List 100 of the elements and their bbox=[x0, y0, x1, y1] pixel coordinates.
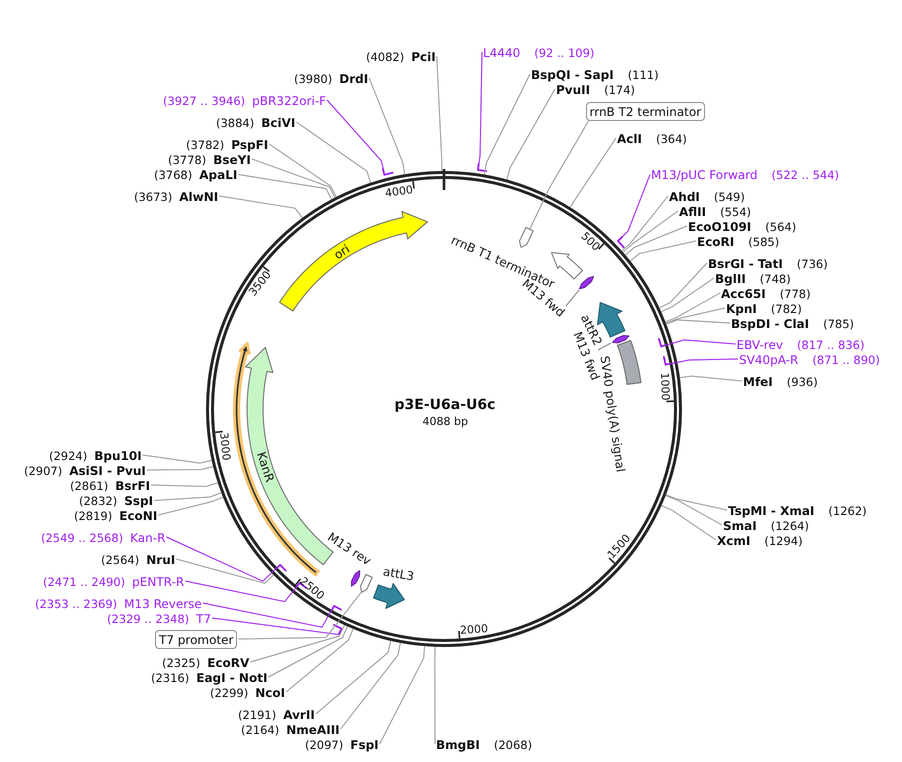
leader-line bbox=[624, 226, 688, 256]
cut-site-position: (2924) bbox=[49, 448, 88, 464]
enzyme-name: MfeI bbox=[743, 374, 773, 390]
cut-site-position: (2191) bbox=[238, 708, 276, 722]
callout-box bbox=[586, 102, 706, 121]
leader-line bbox=[250, 624, 345, 662]
leader-line bbox=[296, 122, 372, 184]
cut-site-position: (2316) bbox=[151, 670, 190, 686]
cut-site-position: (1262) bbox=[828, 504, 867, 518]
leader-line bbox=[434, 646, 436, 744]
enzyme-name: KpnI bbox=[726, 302, 757, 316]
cut-site-position: (549) bbox=[714, 190, 745, 204]
cut-site-position: (3884) bbox=[216, 116, 254, 130]
cut-site-position: (364) bbox=[656, 132, 687, 146]
leader-line bbox=[340, 642, 401, 730]
leader-line bbox=[621, 196, 668, 252]
cut-site-position: (111) bbox=[628, 68, 659, 82]
enzyme-name: DrdI bbox=[339, 72, 368, 86]
leader-line bbox=[658, 262, 708, 308]
enzyme-name: EcoRI bbox=[697, 234, 734, 250]
cut-site-position: (736) bbox=[796, 256, 828, 272]
primer-name: M13 Reverse bbox=[124, 596, 202, 612]
cut-site-position: (2861) bbox=[70, 478, 108, 494]
leader-line bbox=[506, 88, 556, 180]
cut-site-position: (1264) bbox=[770, 518, 809, 534]
leader-line bbox=[315, 640, 392, 714]
enzyme-name: BmgBI bbox=[436, 738, 480, 752]
primer-name: T7 bbox=[196, 612, 212, 626]
leader-line bbox=[529, 120, 589, 230]
tick-label: 2000 bbox=[460, 622, 488, 637]
enzyme-name: AhdI bbox=[669, 190, 700, 204]
enzyme-name: ApaLI bbox=[199, 168, 238, 183]
tick-label: 3000 bbox=[216, 432, 233, 461]
cut-site-position: (2164) bbox=[241, 722, 280, 738]
primer-position: (817 .. 836) bbox=[796, 338, 864, 352]
enzyme-name: PciI bbox=[411, 50, 436, 64]
enzyme-name: Bpu10I bbox=[94, 448, 142, 464]
primer-site-mark bbox=[274, 562, 288, 572]
feature-name: rrnB T2 terminator bbox=[590, 105, 702, 120]
enzyme-name: PvuII bbox=[556, 82, 590, 98]
leader-line bbox=[665, 339, 736, 346]
enzyme-name: TspMI - XmaI bbox=[728, 504, 814, 518]
leader-line bbox=[660, 278, 714, 312]
callout-box bbox=[155, 630, 238, 648]
cut-site-position: (2564) bbox=[101, 552, 140, 568]
cut-site-position: (3980) bbox=[294, 72, 332, 86]
primer-name: pENTR-R bbox=[132, 574, 184, 590]
primer-position: (2549 .. 2568) bbox=[41, 530, 124, 546]
primer-position: (3927 .. 3946) bbox=[163, 94, 246, 108]
enzyme-name: BspQI - SapI bbox=[531, 68, 614, 82]
enzyme-name: BsrGI - TatI bbox=[708, 256, 783, 272]
enzyme-name: PspFI bbox=[231, 138, 268, 152]
feature-name: T7 promoter bbox=[159, 632, 234, 648]
leader-line bbox=[622, 210, 678, 253]
cut-site-position: (2299) bbox=[210, 686, 248, 700]
enzyme-name: Acc65I bbox=[721, 286, 766, 302]
enzyme-name: BsrFI bbox=[115, 478, 150, 494]
enzyme-name: XcmI bbox=[717, 534, 750, 548]
cut-site-position: (564) bbox=[765, 220, 796, 234]
cut-site-position: (174) bbox=[604, 82, 636, 98]
cut-site-position: (585) bbox=[748, 234, 780, 250]
leader-line bbox=[665, 494, 728, 510]
plasmid-name: p3E-U6a-U6c bbox=[394, 396, 496, 414]
leader-line bbox=[166, 536, 278, 582]
primer-site-mark bbox=[332, 622, 344, 636]
leader-line bbox=[218, 196, 303, 218]
leader-line bbox=[184, 580, 298, 602]
primer-position: (522 .. 544) bbox=[772, 168, 840, 183]
leader-line bbox=[484, 74, 530, 175]
leader-line bbox=[238, 174, 332, 200]
feature-label: attL3 bbox=[382, 564, 415, 584]
cut-site-position: (2097) bbox=[305, 738, 344, 752]
leader-line bbox=[664, 292, 720, 322]
leader-line bbox=[622, 174, 650, 238]
leader-line bbox=[666, 319, 730, 325]
leader-line bbox=[436, 56, 442, 172]
feature-label: KanR bbox=[254, 450, 276, 484]
primer-position: (871 .. 890) bbox=[812, 352, 880, 368]
leader-line bbox=[326, 100, 384, 170]
enzyme-name: SspI bbox=[124, 494, 154, 509]
enzyme-name: EcoNI bbox=[119, 508, 158, 524]
enzyme-name: FspI bbox=[350, 738, 379, 752]
leader-line bbox=[478, 52, 482, 164]
leader-line bbox=[379, 646, 426, 744]
primer-name: L4440 bbox=[483, 46, 520, 60]
feature-label: M13 rev bbox=[324, 530, 373, 569]
enzyme-name: NmeAIII bbox=[286, 722, 340, 738]
leader-line bbox=[202, 602, 332, 628]
enzyme-name: AvrII bbox=[283, 708, 315, 722]
tick-label: 4000 bbox=[384, 182, 414, 200]
primer-site-mark bbox=[330, 604, 343, 612]
cut-site-position: (554) bbox=[720, 204, 752, 220]
enzyme-name: BciVI bbox=[261, 116, 296, 130]
enzyme-name: BspDI - ClaI bbox=[731, 316, 810, 332]
leader-line bbox=[679, 376, 742, 382]
leader-line bbox=[661, 505, 716, 540]
enzyme-name: EcoO109I bbox=[688, 220, 752, 234]
primer-site-mark bbox=[662, 355, 672, 367]
cut-site-position: (3782) bbox=[186, 138, 224, 152]
leader-line bbox=[146, 466, 214, 470]
